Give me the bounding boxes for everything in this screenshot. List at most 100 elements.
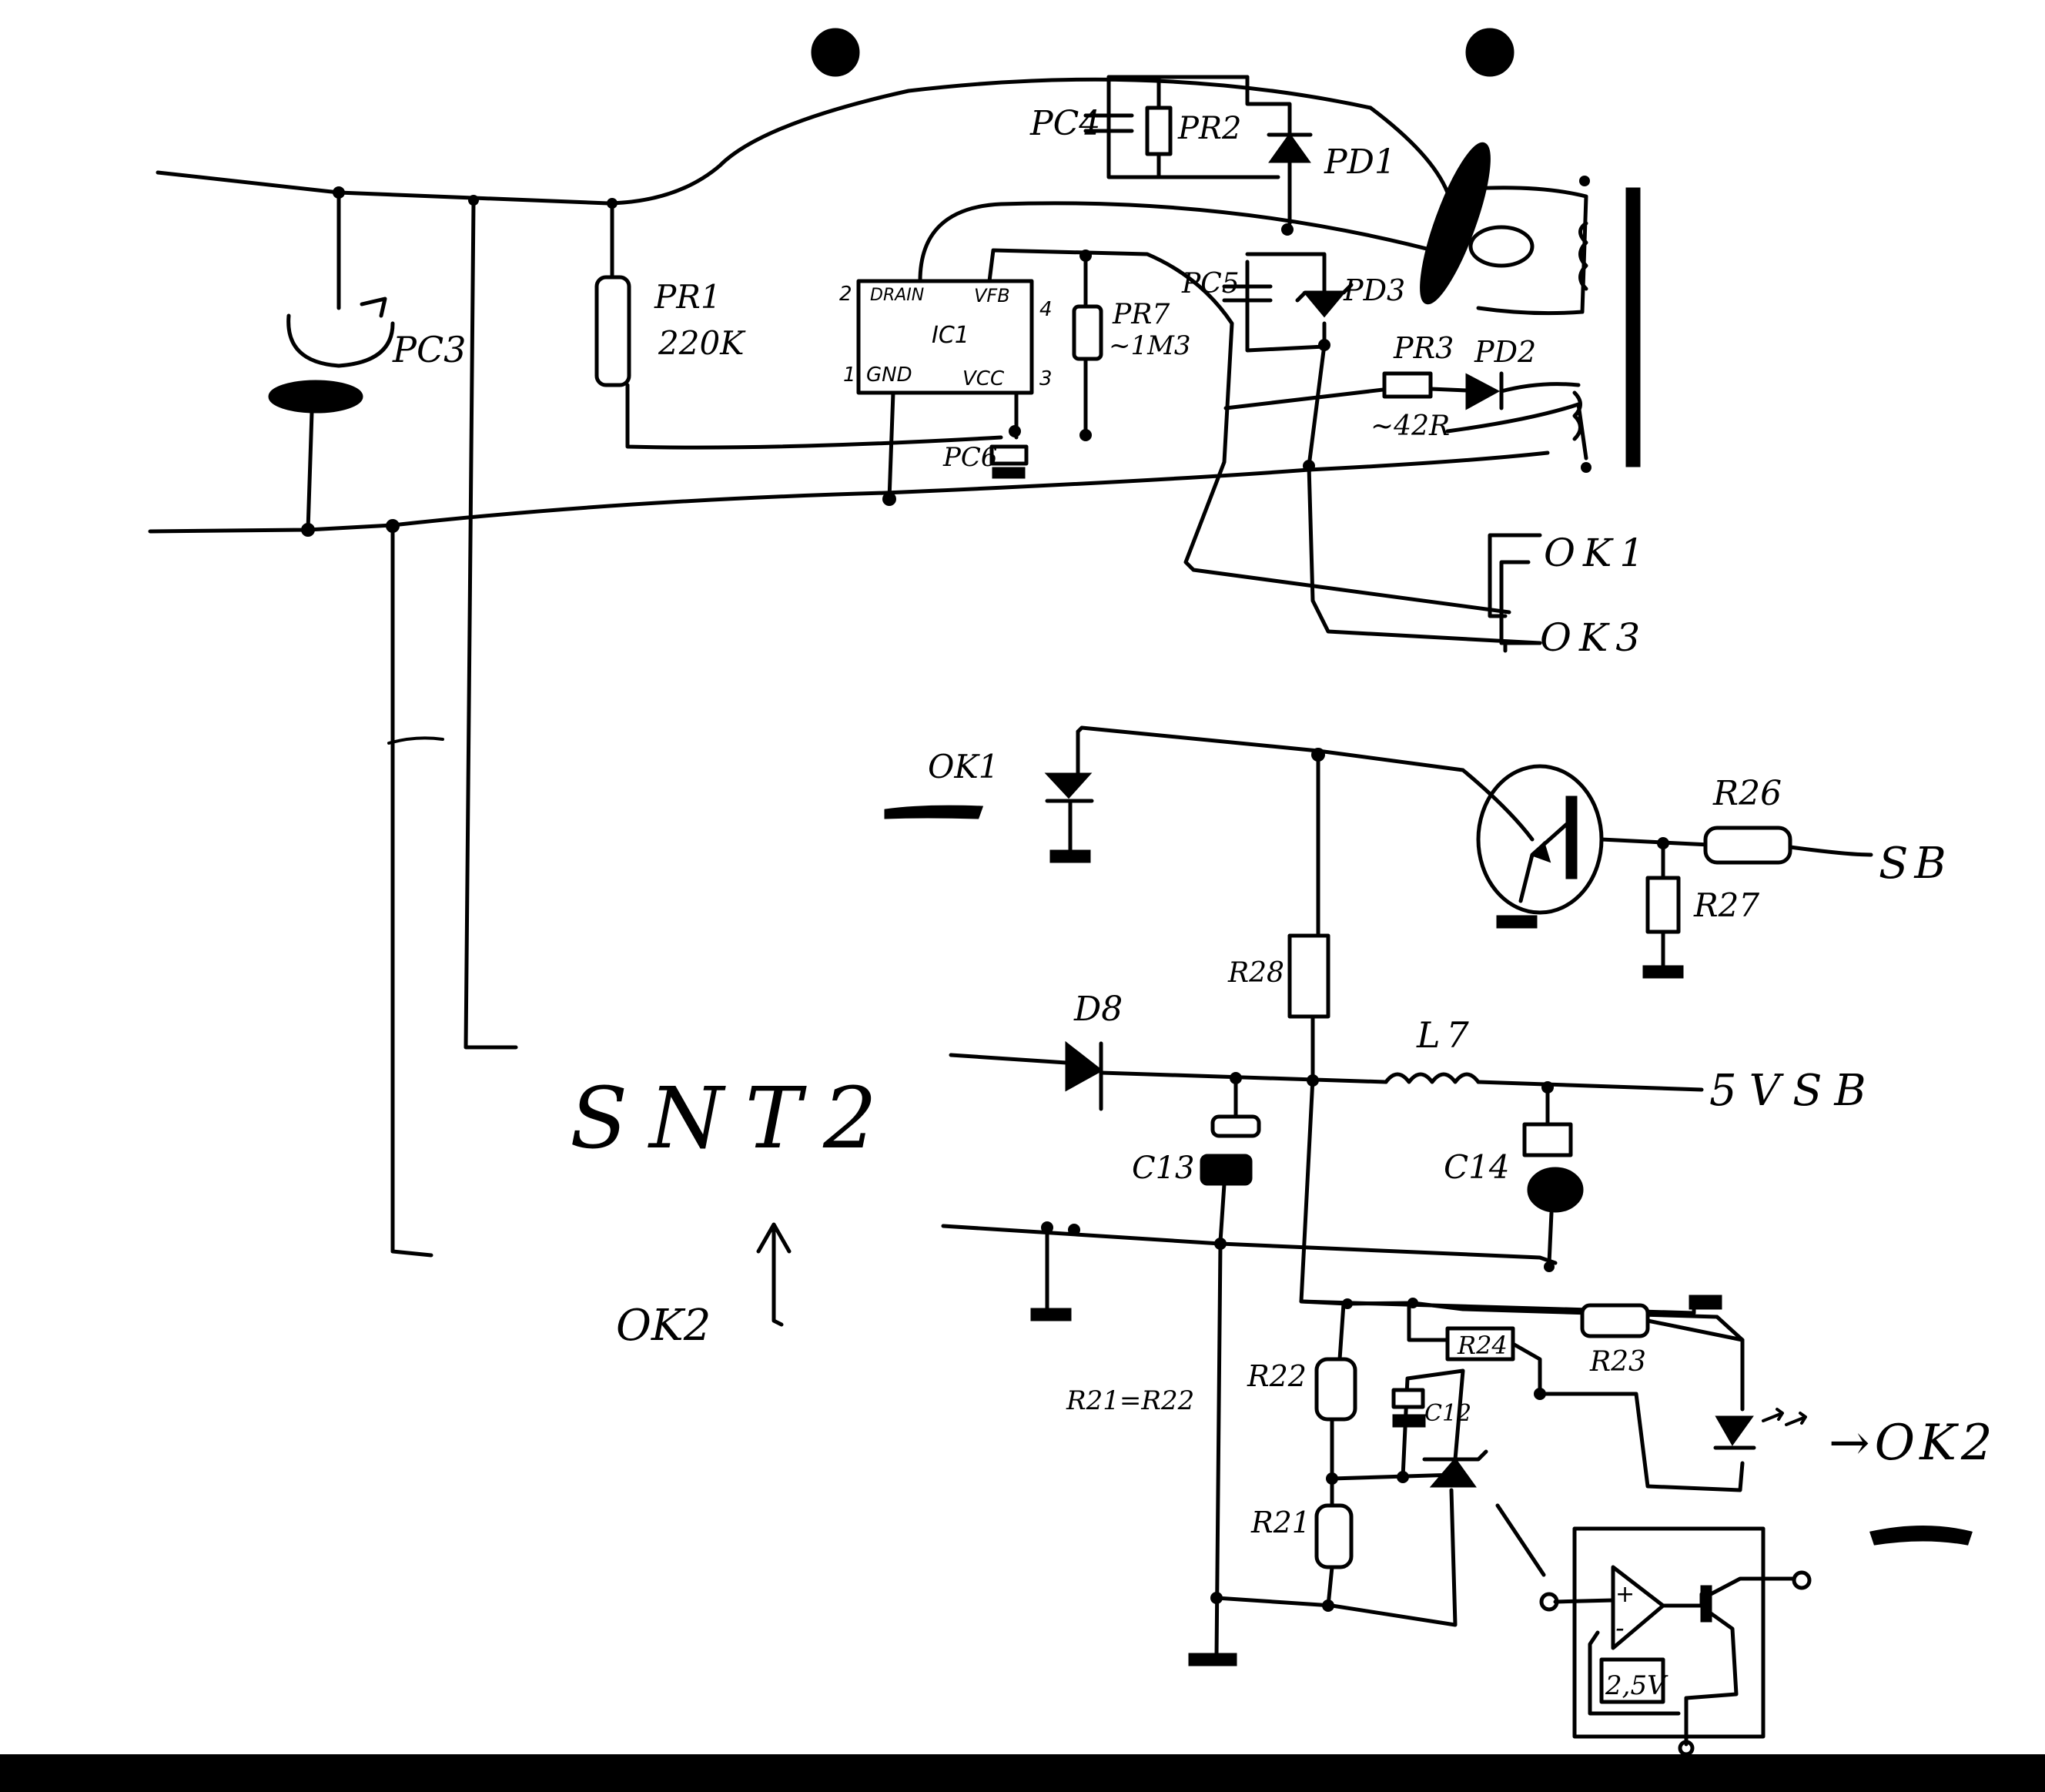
r23-resistor — [1580, 1303, 1650, 1338]
label-c14: C14 — [1444, 1148, 1510, 1186]
label-r23: R23 — [1589, 1346, 1646, 1378]
label-ok2-right: →OK2 — [1829, 1415, 1997, 1472]
transistor-arrow — [1530, 841, 1551, 863]
r26-resistor — [1703, 826, 1792, 865]
ground-symbol — [1188, 1653, 1237, 1666]
label-pd1: PD1 — [1324, 142, 1396, 182]
d8-out-wire — [1099, 1070, 1388, 1084]
pd2-out-wire — [1499, 382, 1581, 394]
c12-wire — [1401, 1368, 1465, 1479]
r21-lead-bottom — [1326, 1565, 1334, 1608]
bus-wire-left — [390, 529, 433, 1258]
c12-plate — [1392, 1414, 1426, 1428]
ground-symbol — [1496, 915, 1538, 929]
pc5-wire — [1245, 260, 1327, 353]
ground-symbol — [1642, 965, 1684, 979]
ground-symbol — [1689, 1295, 1722, 1310]
label-pc6: PC6 — [942, 442, 998, 473]
page-title: SNT2 — [570, 1069, 899, 1167]
label-pd2: PD2 — [1474, 335, 1536, 369]
primary-bottom-rail — [148, 451, 1550, 534]
ic1-gnd-wire — [887, 390, 895, 501]
pd3-zener — [1302, 291, 1347, 318]
junction-dot — [1068, 1224, 1080, 1236]
pr7-resistor — [1072, 304, 1103, 361]
pd1-wire — [1245, 75, 1292, 226]
pd1-diode — [1268, 132, 1311, 163]
junction-dot — [1281, 223, 1294, 236]
ic1-vfb-wire — [987, 248, 1511, 615]
transistor-circle — [1476, 764, 1604, 915]
ic1-pin-vcc: VCC — [962, 367, 1005, 390]
label-ok2-left: OK2 — [616, 1301, 711, 1351]
junction-dot — [1307, 1074, 1319, 1087]
regulator-bottom-wire — [1214, 1488, 1458, 1627]
label-r26: R26 — [1712, 774, 1782, 813]
junction-dot — [386, 519, 400, 533]
regulator-top-wire — [1299, 1299, 1745, 1412]
junction-dot — [1079, 429, 1092, 441]
ground-drop-long — [1214, 1241, 1223, 1658]
up-arrow-shaft — [771, 1226, 784, 1327]
r28-resistor — [1287, 933, 1330, 1019]
transistor-base — [1565, 796, 1578, 879]
pr2-resistor — [1145, 106, 1173, 156]
ic1-pin-2: 2 — [839, 283, 852, 306]
main-vertical-wire — [1299, 1076, 1712, 1315]
ok1-led-diode — [1044, 772, 1093, 799]
pr1-resistor — [594, 275, 631, 387]
pc4-wire — [1106, 75, 1280, 179]
junction-dot — [1544, 1261, 1555, 1272]
label-pr7: PR7 — [1112, 299, 1170, 330]
pc6-capacitor — [989, 444, 1029, 466]
ok1-led-rail — [1076, 725, 1320, 753]
opamp-plus: + — [1615, 1581, 1635, 1608]
ic1-pin-gnd: GND — [866, 363, 912, 387]
r22-lead-top — [1337, 1301, 1346, 1362]
c14-plate — [1527, 1167, 1584, 1213]
r27-resistor — [1645, 876, 1681, 934]
pc6-plate — [992, 467, 1026, 479]
label-pr3-value: ~42R — [1371, 410, 1450, 442]
pr3-wire — [1223, 387, 1392, 410]
ground-rail — [941, 1224, 1558, 1265]
c14-capacitor — [1522, 1122, 1573, 1157]
r22-divider-wire — [1330, 1472, 1458, 1481]
ground-symbol — [1030, 1308, 1072, 1321]
r21-resistor — [1314, 1503, 1354, 1569]
pc3-plate-top — [286, 313, 395, 368]
junction-dot — [1322, 1599, 1334, 1612]
c14-lead-bottom — [1547, 1211, 1554, 1265]
pc3-plus-mark — [360, 296, 387, 318]
label-ok1: OK1 — [1544, 531, 1652, 575]
ok1-wire — [1488, 533, 1542, 618]
label-pc4: PC4 — [1029, 104, 1100, 143]
mounting-hole-left — [811, 28, 860, 77]
tl431-symbol — [1429, 1457, 1477, 1488]
pr3-pd2-wire — [1428, 387, 1469, 393]
label-ok3: OK3 — [1540, 615, 1648, 660]
label-l7: L7 — [1416, 1014, 1475, 1056]
r24-right-wire — [1511, 1341, 1745, 1492]
c12-capacitor — [1391, 1388, 1425, 1409]
l7-out-wire — [1476, 1080, 1704, 1092]
opamp-minus: - — [1615, 1613, 1625, 1643]
label-d8: D8 — [1073, 990, 1123, 1029]
label-r27: R27 — [1693, 886, 1759, 924]
label-pr1: PR1 — [654, 278, 721, 316]
ic1-name: IC1 — [932, 322, 969, 349]
ic1-drain-wire — [918, 201, 1450, 283]
up-arrow-head — [756, 1222, 792, 1254]
transformer — [1420, 142, 1641, 473]
junction-dot — [1303, 460, 1315, 472]
wire-crossing-scribble — [387, 736, 444, 745]
d8-diode — [1065, 1040, 1103, 1092]
label-pd3: PD3 — [1343, 273, 1405, 307]
pd3-wire — [1245, 252, 1327, 295]
label-pr3: PR3 — [1393, 331, 1454, 365]
primary-top-rail — [156, 77, 1450, 206]
tl431-bar — [1422, 1449, 1488, 1462]
ic1-pin-1: 1 — [843, 363, 856, 387]
ic1-pin-drain: DRAIN — [870, 286, 924, 305]
